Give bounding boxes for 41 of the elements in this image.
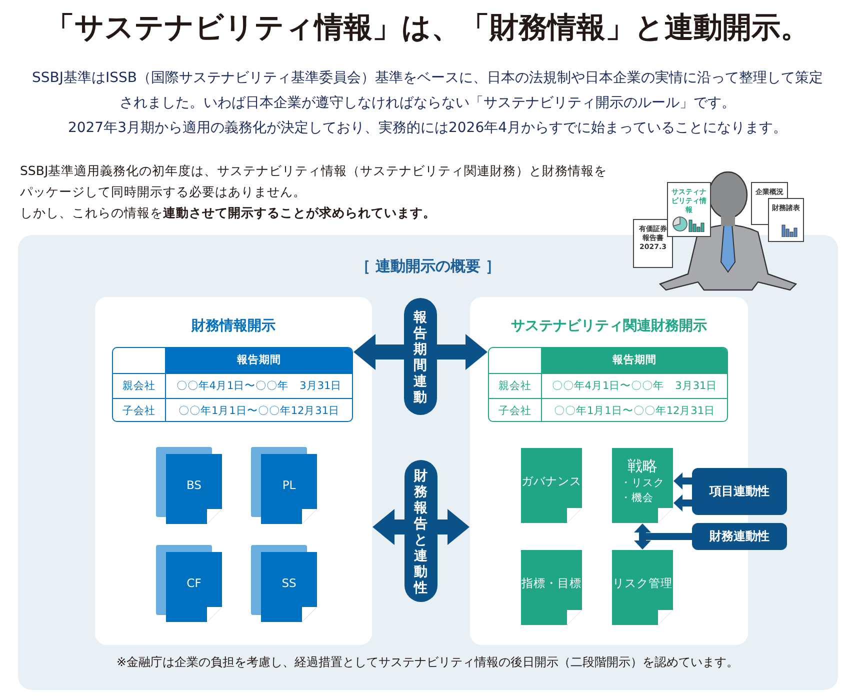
document-sheet: [768, 198, 804, 242]
panel-heading: サステナビリティ関連財務開示: [510, 317, 708, 335]
period-table: [488, 347, 728, 422]
footnote: ※金融庁は企業の負担を考慮し、経過措置としてサステナビリティ情報の後日開示（二段階開示）を認めています。: [115, 654, 740, 671]
row-heading: 子会社: [489, 398, 542, 421]
paragraph: しかし、これらの情報を連動させて開示することが求められています。: [20, 204, 437, 222]
period-value: 〇〇年1月1日〜〇〇年12月31日: [542, 398, 727, 421]
bullet-list: ・リスク・機会: [620, 476, 664, 506]
overview-panel: [18, 235, 838, 690]
period-table: [112, 347, 353, 422]
paragraph: SSBJ基準はISSB（国際サステナビリティ基準委員会）基準をベースに、日本の法規制や日本企業の実情に沿って整理して策定されました。いわば日本企業が遵守しなければならない「サステナビリティ開示のルール」です。: [30, 69, 824, 113]
row-heading: 親会社: [113, 373, 166, 398]
table-header: 報告期間: [542, 348, 727, 373]
edge-label: 報告期間連動: [414, 310, 428, 406]
paragraph: 2027年3月期から適用の義務化が決定しており、実務的には2026年4月からすでに始まっていることになります。: [66, 119, 788, 138]
arrow: [674, 494, 692, 512]
period-value: 〇〇年4月1日〜〇〇年 3月31日: [166, 373, 352, 398]
row-heading: 親会社: [489, 373, 542, 398]
table-header: 報告期間: [166, 348, 352, 373]
panel-heading: 財務情報開示: [190, 317, 276, 335]
section-heading: ［ 連動開示の概要 ］: [354, 257, 502, 276]
document-label: PL: [282, 476, 296, 494]
row-heading: 子会社: [113, 398, 166, 421]
document-label: リスク管理: [612, 575, 672, 592]
edge-label: 財務報告と連動性: [414, 468, 428, 596]
document-label: CF: [186, 574, 202, 592]
document-label: SS: [282, 574, 296, 592]
page-title: 「サステナビリティ情報」は、「財務情報」と連動開示。: [44, 9, 810, 46]
paragraph: SSBJ基準適用義務化の初年度は、サステナビリティ情報（サステナビリティ関連財務）と財務情報をパッケージして同時開示する必要はありません。: [20, 162, 608, 201]
link-tag: 項目連動性: [692, 468, 787, 515]
document-sheet: [633, 219, 673, 268]
document-sheet: [667, 182, 711, 237]
document-label: 指標・目標: [522, 575, 582, 592]
link-tag: 財務連動性: [692, 523, 787, 550]
period-value: 〇〇年1月1日〜〇〇年12月31日: [166, 398, 352, 421]
document-label: BS: [186, 476, 202, 494]
arrow: [674, 472, 692, 490]
document-label: 戦略: [628, 457, 658, 476]
document-label: ガバナンス: [522, 473, 582, 490]
disclosure-panel: [95, 297, 372, 645]
period-value: 〇〇年4月1日〜〇〇年 3月31日: [542, 373, 727, 398]
